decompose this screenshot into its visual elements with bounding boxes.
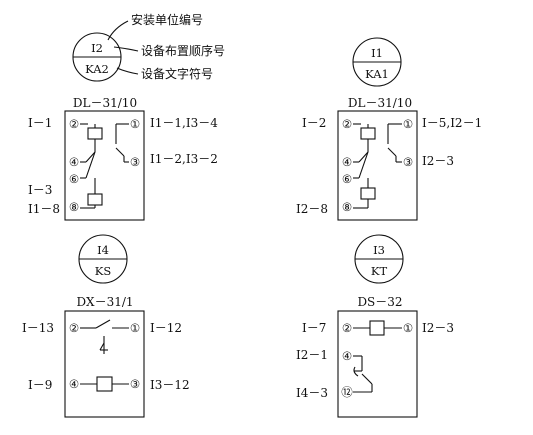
terminal-label: Ⅰ2－8	[296, 202, 328, 216]
relay-ka1: DL－31/10 Ⅰ－2 Ⅰ2－8 Ⅰ－5,Ⅰ2－1 Ⅰ2－3 ② ① ④ ③ …	[296, 96, 482, 221]
terminal-4: ④	[342, 349, 352, 363]
terminal-12: ⑫	[341, 385, 353, 399]
relay-title: DL－31/10	[73, 96, 137, 110]
device-symbol: KA1	[365, 67, 389, 81]
device-circle-kt-group: I3 KT	[354, 234, 404, 284]
contact	[115, 147, 125, 157]
terminal-label: Ⅰ1－2,Ⅰ3－2	[150, 152, 218, 166]
contact	[387, 147, 397, 157]
terminal-label: Ⅰ－3	[28, 183, 52, 197]
device-order-label: 设备布置顺序号	[141, 43, 225, 58]
terminal-2: ②	[342, 117, 352, 131]
contact	[95, 319, 111, 329]
terminal-label: Ⅰ－5,Ⅰ2－1	[422, 116, 482, 130]
coil	[87, 193, 103, 206]
relay-frame	[64, 110, 145, 221]
terminal-label: Ⅰ2－3	[422, 154, 454, 168]
leader-line-device-order	[113, 46, 139, 52]
terminal-4: ④	[342, 155, 352, 169]
terminal-label: Ⅰ－2	[302, 116, 326, 130]
coil	[96, 376, 113, 392]
terminal-6: ⑥	[342, 172, 352, 186]
legend-ka2: I2 KA2 安装单位编号 设备布置顺序号 设备文字符号	[72, 12, 225, 82]
relay-title: DX－31/1	[76, 295, 133, 309]
relay-frame	[337, 110, 418, 221]
coil	[360, 127, 376, 140]
device-circle-ks-group: I4 KS	[78, 234, 128, 284]
install-unit-number: I3	[373, 243, 385, 257]
time-delay-arc	[353, 366, 359, 377]
terminal-4: ④	[69, 155, 79, 169]
device-circle-ka1-group: I1 KA1	[352, 37, 402, 87]
terminal-3: ③	[130, 377, 140, 391]
leader-line-device-symbol	[116, 67, 139, 75]
terminal-label: Ⅰ1－8	[28, 202, 60, 216]
terminal-2: ②	[342, 321, 352, 335]
terminal-2: ②	[69, 321, 79, 335]
relay-title: DS－32	[357, 295, 402, 309]
relay-kt: DS－32 Ⅰ－7 Ⅰ2－1 Ⅰ4－3 Ⅰ2－3 ② ① ④ ⑫	[296, 295, 454, 418]
device-symbol: KA2	[85, 62, 109, 76]
terminal-2: ②	[69, 117, 79, 131]
device-symbol: KS	[95, 264, 112, 278]
install-unit-label: 安装单位编号	[131, 12, 203, 27]
terminal-label: Ⅰ－13	[22, 321, 54, 335]
device-symbol: KT	[371, 264, 388, 278]
terminal-label: Ⅰ－12	[150, 321, 182, 335]
install-unit-number: I2	[91, 41, 103, 55]
terminal-1: ①	[130, 321, 140, 335]
relay-frame	[337, 310, 418, 418]
relay-frame	[64, 310, 145, 418]
terminal-3: ③	[403, 155, 413, 169]
terminal-label: Ⅰ4－3	[296, 386, 328, 400]
coil	[369, 320, 385, 336]
terminal-label: Ⅰ－1	[28, 116, 52, 130]
terminal-3: ③	[130, 155, 140, 169]
coil	[87, 127, 103, 140]
relay-ks: DX－31/1 Ⅰ－13 Ⅰ－9 Ⅰ－12 Ⅰ3－12 ② ① ④ ③	[22, 295, 190, 418]
terminal-6: ⑥	[69, 172, 79, 186]
terminal-label: Ⅰ－7	[302, 321, 326, 335]
terminal-label: Ⅰ1－1,Ⅰ3－4	[150, 116, 218, 130]
contact	[361, 373, 373, 385]
install-unit-number: I1	[371, 46, 383, 60]
terminal-8: ⑧	[69, 200, 79, 214]
relay-ka2: DL－31/10 Ⅰ－1 Ⅰ－3 Ⅰ1－8 Ⅰ1－1,Ⅰ3－4 Ⅰ1－2,Ⅰ3－…	[28, 96, 218, 221]
terminal-label: Ⅰ3－12	[150, 378, 190, 392]
terminal-8: ⑧	[342, 200, 352, 214]
terminal-4: ④	[69, 377, 79, 391]
leader-line-install-unit	[107, 20, 129, 41]
terminal-label: Ⅰ－9	[28, 378, 52, 392]
terminal-1: ①	[403, 321, 413, 335]
terminal-label: Ⅰ2－3	[422, 321, 454, 335]
coil	[360, 187, 376, 200]
terminal-1: ①	[130, 117, 140, 131]
terminal-1: ①	[403, 117, 413, 131]
device-symbol-label: 设备文字符号	[141, 66, 213, 81]
terminal-label: Ⅰ2－1	[296, 348, 328, 362]
install-unit-number: I4	[97, 243, 109, 257]
relay-title: DL－31/10	[348, 96, 412, 110]
